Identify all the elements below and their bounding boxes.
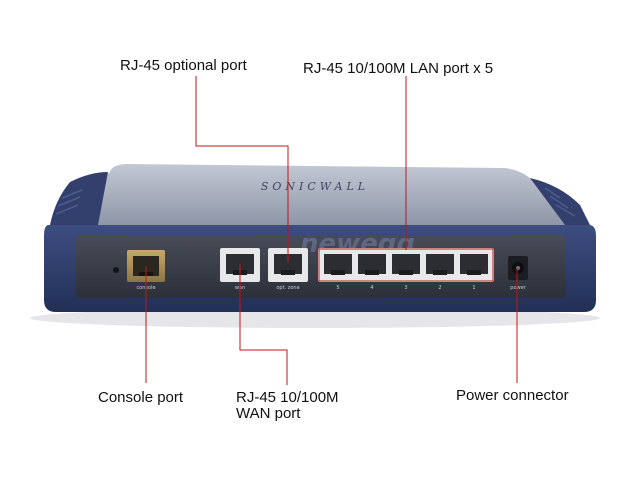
power-connector: power: [508, 256, 528, 291]
router-top-shell: [54, 164, 578, 225]
lan-port-2: [426, 254, 454, 275]
console-port-callout: Console port: [98, 389, 184, 406]
optional-port-label: opt. zone: [276, 285, 299, 291]
router-right-grip: [530, 178, 590, 225]
optional-port-leader: [195, 76, 289, 262]
lan-port-4: [358, 254, 386, 275]
lan-port-5-label: 5: [336, 285, 339, 291]
device-shadow: [30, 308, 600, 328]
lan-ports-callout: RJ-45 10/100M LAN port x 5: [303, 60, 494, 77]
lan-ports: 5 4 3 2 1: [318, 248, 494, 291]
router-left-grip: [50, 172, 108, 225]
lan-port-3-label: 3: [404, 285, 407, 291]
wan-port-callout-line1: RJ-45 10/100M: [236, 389, 339, 406]
brand-logo: SONICWALL: [261, 180, 369, 193]
optional-port-callout: RJ-45 optional port: [120, 57, 247, 74]
lan-port-1: [460, 254, 488, 275]
power-label: power: [510, 285, 526, 291]
lan-ports-highlight: [318, 248, 494, 282]
grip-ridges: [55, 187, 576, 217]
lan-port-4-label: 4: [370, 285, 373, 291]
wan-port-callout-line2: WAN port: [236, 405, 301, 422]
lan-port-5: [324, 254, 352, 275]
status-led: [113, 267, 119, 273]
lan-port-3: [392, 254, 420, 275]
optional-port: opt. zone: [268, 248, 308, 291]
lan-port-1-label: 1: [472, 285, 475, 291]
lan-port-2-label: 2: [438, 285, 441, 291]
power-connector-callout: Power connector: [456, 387, 569, 404]
wan-port-leader: [239, 264, 288, 385]
